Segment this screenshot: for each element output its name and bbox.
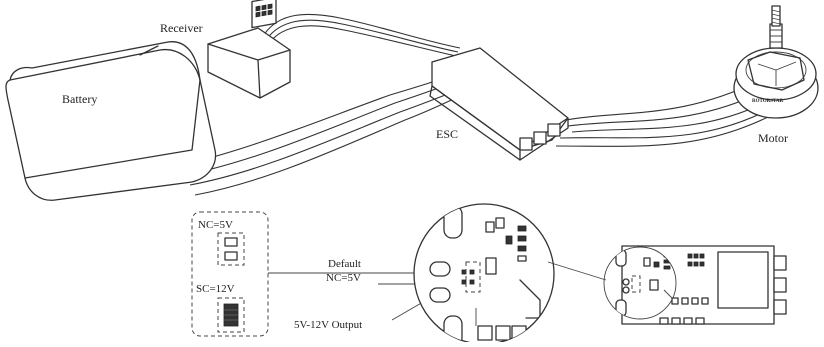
motor-label: Motor [758, 131, 788, 145]
magnified-pcb [413, 203, 555, 345]
nc-label: NC=5V [198, 219, 233, 231]
default-value-label: NC=5V [326, 272, 361, 284]
esc-board-overview [603, 245, 787, 325]
battery-label: Battery [62, 92, 97, 106]
motor: ROTORSTAR Motor [733, 5, 819, 145]
zoom-circle [603, 246, 677, 320]
sc-label: SC=12V [196, 283, 235, 295]
esc-label: ESC [436, 127, 458, 141]
receiver: Receiver [160, 0, 291, 99]
battery: Battery [5, 41, 217, 201]
default-label: Default [328, 258, 361, 270]
battery-wires [169, 71, 471, 196]
solder-pad-detail: NC=5V SC=12V [191, 211, 269, 337]
esc: ESC [429, 47, 569, 161]
receiver-wires [261, 13, 461, 57]
receiver-label: Receiver [160, 21, 203, 35]
motor-brand-label: ROTORSTAR [752, 99, 784, 104]
zoom-connector-line [547, 261, 607, 281]
output-label: 5V-12V Output [294, 319, 362, 331]
